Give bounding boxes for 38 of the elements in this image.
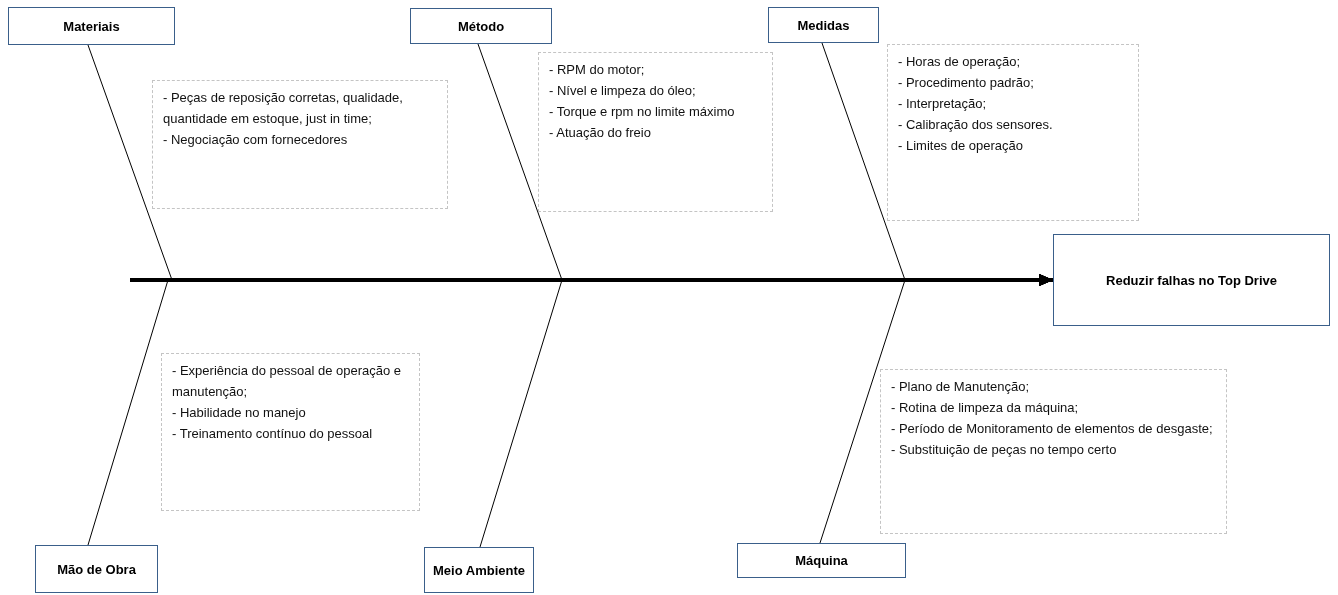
category-box	[737, 543, 906, 578]
category-box	[768, 7, 879, 43]
category-label: Medidas	[797, 17, 850, 33]
cause-item: - RPM do motor;	[549, 61, 646, 79]
category-box	[8, 7, 175, 45]
category-label: Máquina	[795, 553, 848, 568]
cause-item: - Período de Monitoramento de elementos de desgaste;	[891, 420, 1214, 438]
category-label: Mão de Obra	[57, 561, 136, 577]
note-box	[887, 44, 1139, 221]
cause-item: - Nível e limpeza do óleo;	[549, 82, 697, 100]
cause-item: - Limites de operação	[898, 137, 1024, 155]
cause-item: - Calibração dos sensores.	[898, 116, 1054, 134]
category-box	[35, 545, 158, 593]
category-box	[424, 547, 534, 593]
cause-item: - Horas de operação;	[898, 53, 1022, 71]
cause-item: - Substituição de peças no tempo certo	[891, 441, 1118, 459]
cause-item: - Plano de Manutenção;	[891, 378, 1031, 396]
cause-item: - Torque e rpm no limite máximo	[549, 103, 736, 121]
category-label: Meio Ambiente	[433, 562, 525, 578]
spine-arrow	[130, 274, 1053, 286]
cause-item: - Rotina de limpeza da máquina;	[891, 399, 1080, 417]
category-label: Materiais	[63, 18, 120, 34]
cause-item: - Negociação com fornecedores	[163, 131, 349, 149]
effect-box	[1053, 234, 1330, 326]
category-label: Método	[457, 18, 505, 34]
cause-item: - Habilidade no manejo	[172, 404, 307, 422]
note-box	[152, 80, 448, 209]
cause-item: - Treinamento contínuo do pessoal	[172, 425, 374, 443]
note-box	[161, 353, 420, 511]
cause-item: - Experiência do pessoal de operação e manutenção;	[172, 362, 403, 401]
cause-item: - Atuação do freio	[549, 124, 652, 142]
category-box	[410, 8, 552, 44]
effect-label: Reduzir falhas no Top Drive	[1106, 272, 1277, 288]
note-box	[880, 369, 1227, 534]
cause-item: - Procedimento padrão;	[898, 74, 1035, 92]
note-box	[538, 52, 773, 212]
cause-item: - Peças de reposição corretas, qualidade, quantidade em estoque, just in time;	[163, 89, 404, 128]
cause-item: - Interpretação;	[898, 95, 988, 113]
